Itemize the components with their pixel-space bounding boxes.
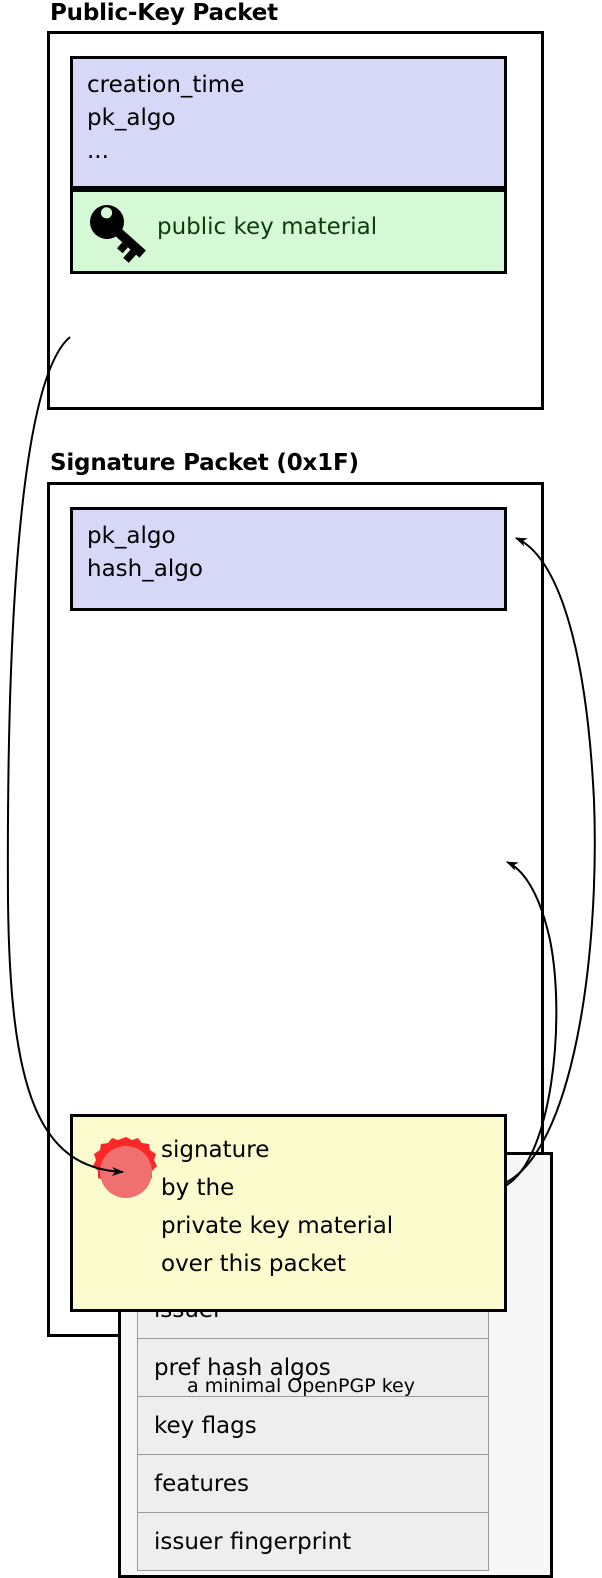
public-key-material-block: public key material — [70, 189, 507, 274]
key-icon — [90, 205, 146, 263]
signature-value-label: signature by the private key material ov… — [161, 1137, 394, 1277]
subpacket-row: issuer fingerprint — [138, 1513, 488, 1571]
signature-header-block: pk_algo hash_algo — [70, 507, 507, 611]
subpacket-row: pref hash algos — [138, 1339, 488, 1397]
public-key-header-fields: creation_time pk_algo ... — [87, 72, 245, 164]
signature-packet-frame: pk_algo hash_algo hashed area sig creati… — [47, 482, 553, 1578]
subpacket-row: features — [138, 1455, 488, 1513]
public-key-material-label: public key material — [157, 214, 378, 240]
signature-value-block: signature by the private key material ov… — [70, 1114, 507, 1312]
diagram-canvas: Public-Key Packet creation_time pk_algo … — [6, 0, 596, 1578]
public-key-packet-frame: creation_time pk_algo ... public key mat… — [47, 31, 544, 410]
signature-header-fields: pk_algo hash_algo — [87, 523, 203, 582]
diagram-caption: a minimal OpenPGP key — [187, 1375, 415, 1397]
signature-packet-title: Signature Packet (0x1F) — [50, 450, 359, 476]
public-key-packet-title: Public-Key Packet — [50, 0, 278, 26]
wax-seal-icon — [93, 1137, 157, 1198]
public-key-header-block: creation_time pk_algo ... — [70, 56, 507, 189]
